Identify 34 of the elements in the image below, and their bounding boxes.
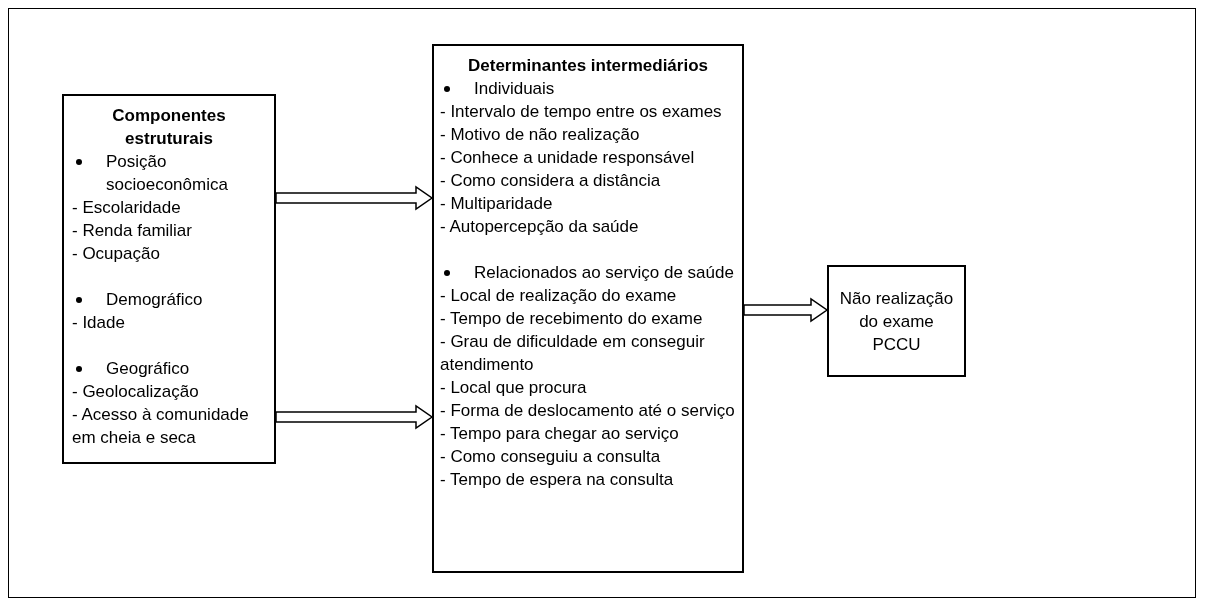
list-item: - Idade [72,312,126,334]
block-arrow [275,404,434,430]
box-heading: Componentes estruturais [111,105,227,150]
list-item: - Conhece a unidade responsável [440,147,696,169]
list-heading: Posição socioeconômica [105,151,229,196]
list-item: - Acesso à comunidade em cheia e seca [72,404,250,449]
list-item: - Tempo para chegar ao serviço [440,423,680,445]
list-item: - Como considera a distância [440,170,662,192]
list-item: - Tempo de espera na consulta [440,469,675,491]
text-box [62,94,276,464]
list-item: - Renda familiar [72,220,193,242]
list-heading: Geográfico [105,358,190,380]
list-item: - Motivo de não realização [440,124,641,146]
list-item: - Forma de deslocamento até o serviço [440,400,736,422]
list-item: - Escolaridade [72,197,182,219]
list-item: - Geolocalização [72,381,200,403]
list-item: - Grau de dificuldade em conseguir atendimento [440,331,706,376]
list-item: - Como conseguiu a consulta [440,446,662,468]
text-box [827,265,966,377]
list-heading: Demográfico [105,289,203,311]
text-box [432,44,744,573]
block-arrow [743,297,829,323]
list-heading: Individuais [473,78,555,100]
list-item: - Intervalo de tempo entre os exames [440,101,723,123]
list-item: - Multiparidade [440,193,554,215]
list-item: - Local que procura [440,377,588,399]
list-item: - Autopercepção da saúde [440,216,640,238]
list-item: - Tempo de recebimento do exame [440,308,704,330]
block-arrow [275,185,434,211]
list-item: - Local de realização do exame [440,285,678,307]
list-heading: Relacionados ao serviço de saúde [473,262,734,284]
list-item: - Ocupação [72,243,161,265]
box-heading: Determinantes intermediários [468,55,708,77]
box-text: Não realização do exame PCCU [838,287,955,356]
